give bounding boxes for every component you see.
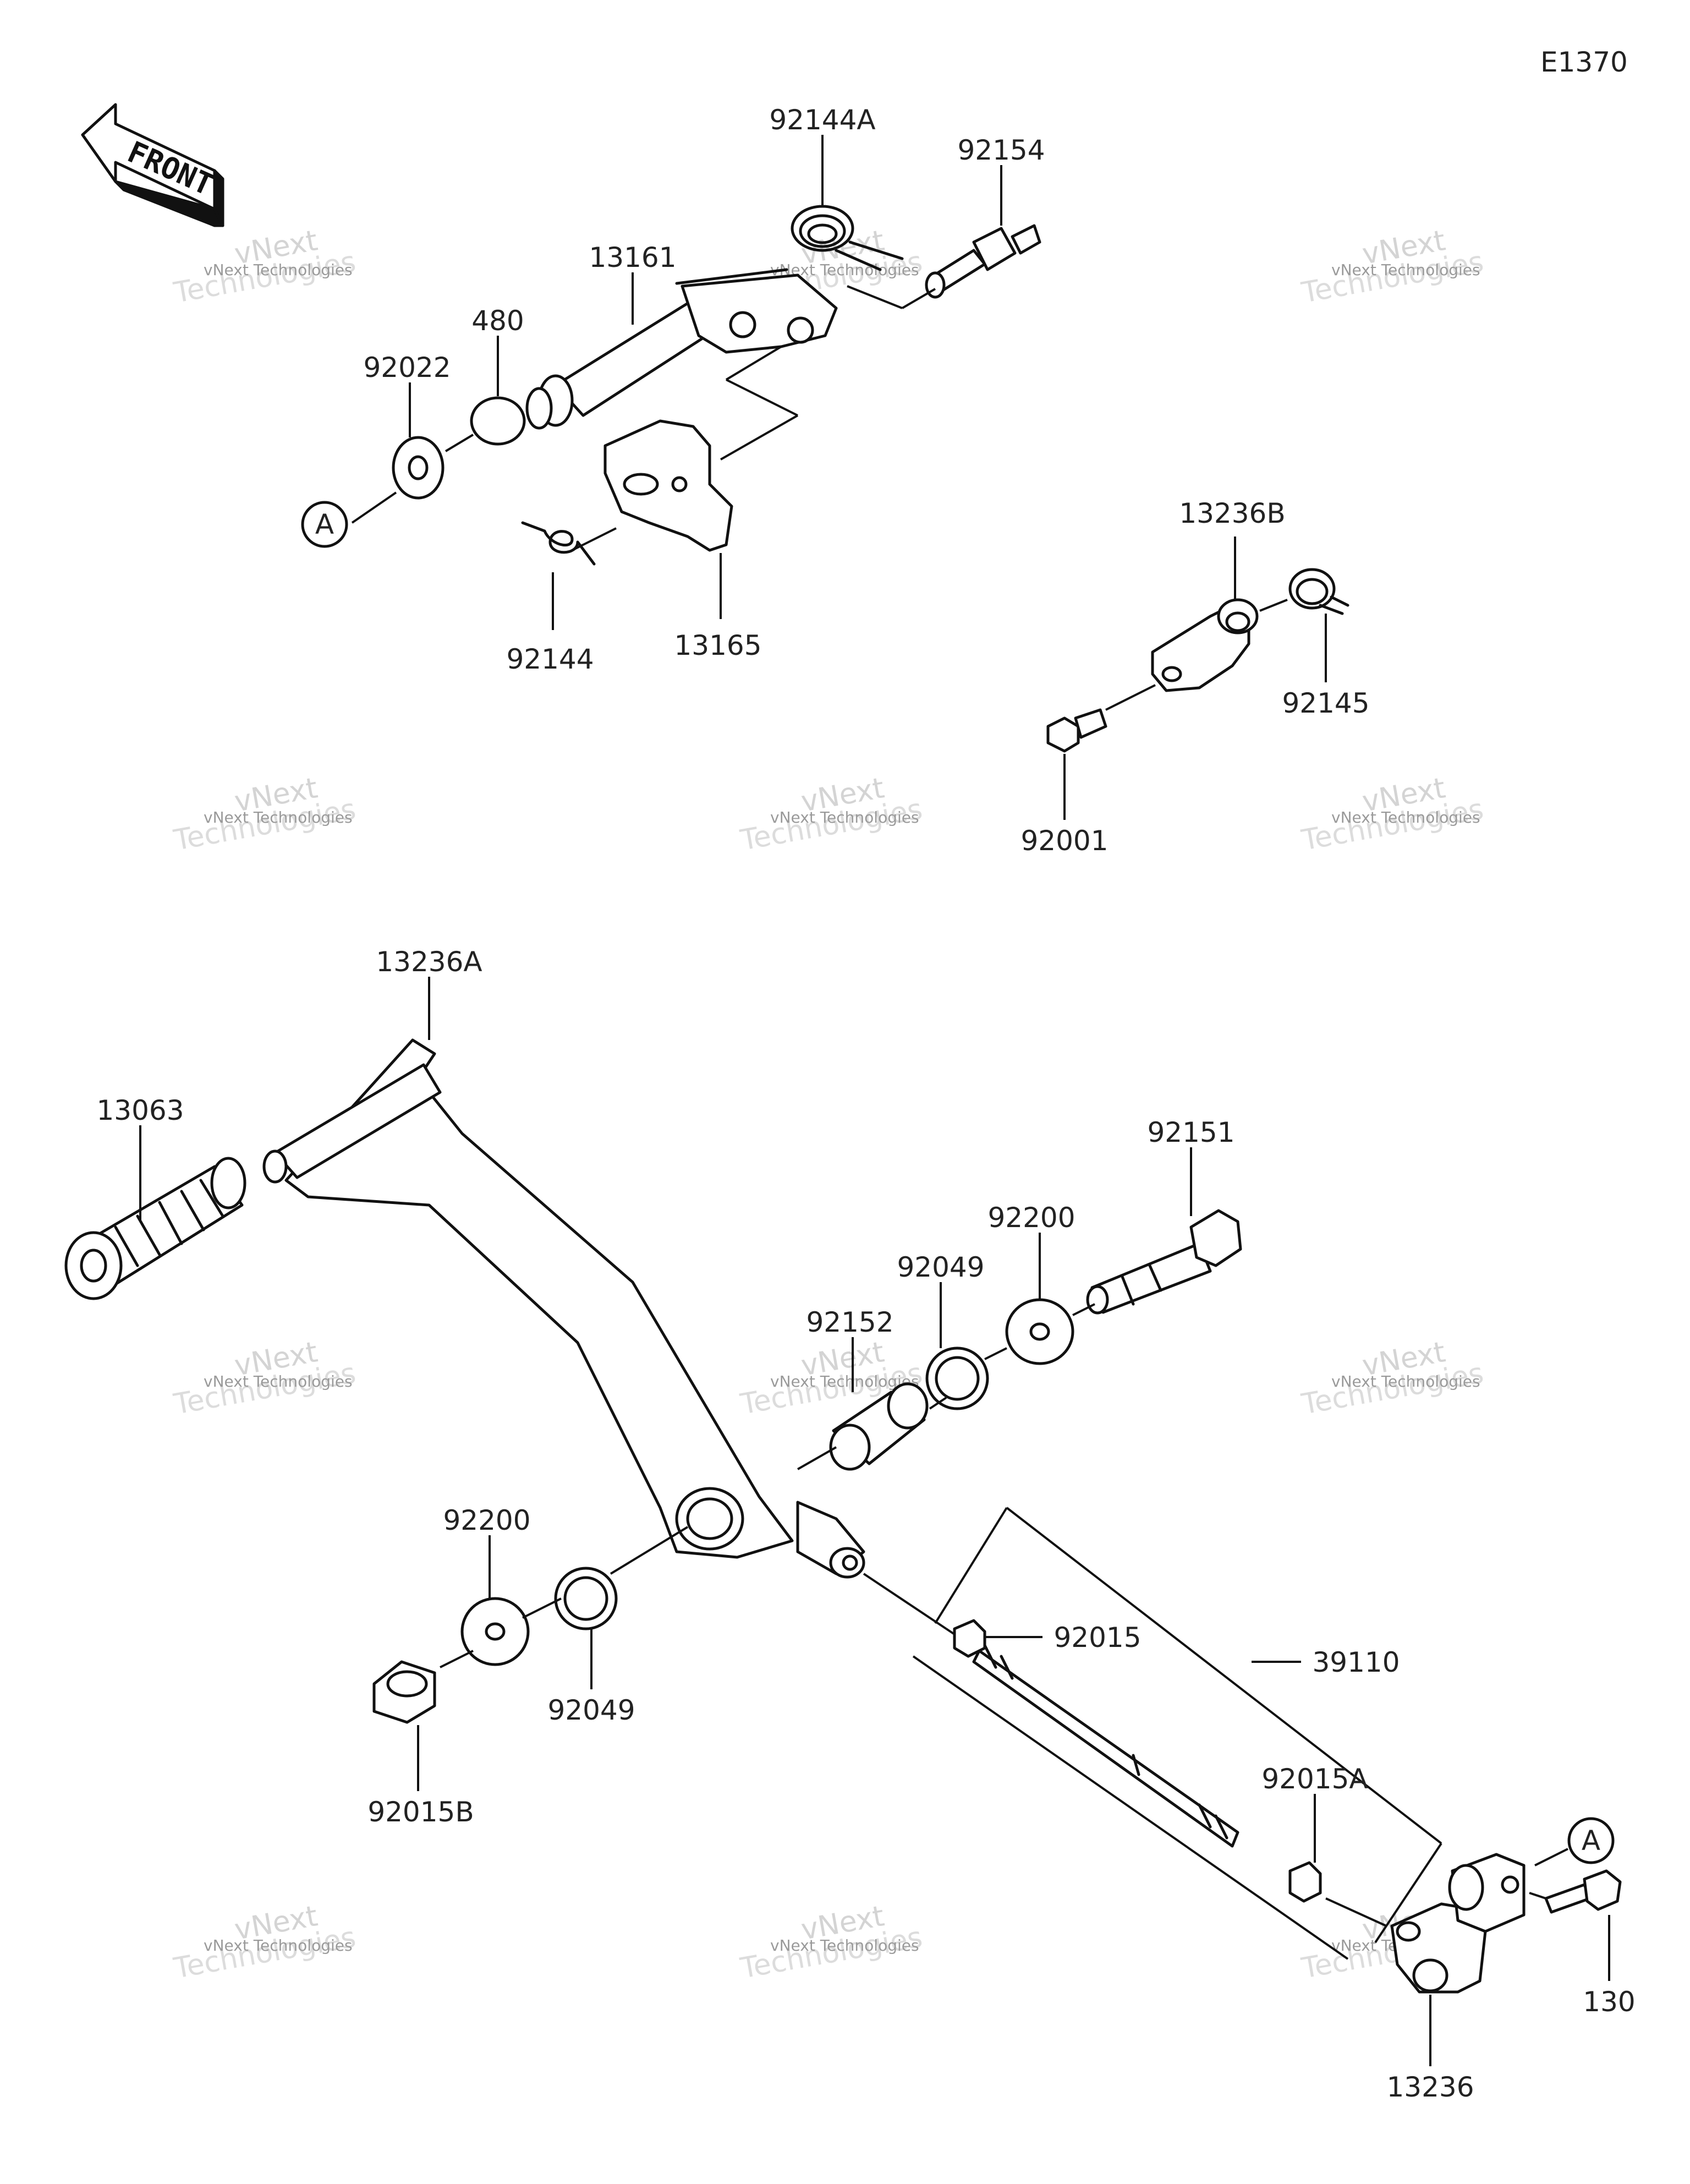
- washer-92022: [392, 436, 445, 500]
- ref-a-left-text: A: [315, 508, 334, 540]
- callout-labels: 92144A 92154 13161 480 92022 92144 13165…: [96, 104, 1635, 2103]
- callout-92022: 92022: [363, 352, 451, 384]
- seal-92049-lower: [554, 1567, 618, 1630]
- callout-39110: 39110: [1312, 1646, 1400, 1678]
- watermark-line1: vNext Technologies: [204, 808, 353, 826]
- nut-92015A: [1288, 1861, 1322, 1903]
- callout-13236A: 13236A: [376, 946, 482, 978]
- callout-13165: 13165: [674, 630, 761, 661]
- nut-92015: [953, 1619, 986, 1658]
- leader-lines-13236B: [1063, 537, 1327, 820]
- callout-480: 480: [471, 305, 524, 337]
- bolt-92154: [925, 224, 1041, 299]
- shift-pedal-13236A: [262, 1038, 865, 1579]
- leader-lines-lower: [139, 977, 1610, 2066]
- spring-92145: [1288, 568, 1349, 615]
- callout-92144: 92144: [506, 643, 594, 675]
- washer-92200-upper: [1005, 1298, 1074, 1365]
- reference-marker-a-left: A: [301, 501, 348, 548]
- watermark-line1: vNext Technologies: [770, 1936, 919, 1955]
- front-arrow-icon: FRONT: [81, 103, 224, 227]
- tie-rod-39110: [972, 1644, 1239, 1848]
- callout-13161: 13161: [589, 242, 676, 273]
- callout-13236: 13236: [1386, 2071, 1474, 2103]
- diagram-code: E1370: [1540, 46, 1628, 78]
- watermark-line1: vNext Technologies: [1331, 261, 1480, 279]
- circlip-480: [470, 396, 526, 446]
- callout-92049-lower: 92049: [547, 1694, 635, 1726]
- collar-92152: [829, 1382, 929, 1471]
- callout-92200-upper: 92200: [987, 1202, 1075, 1234]
- lever-13236: [1390, 1902, 1487, 1994]
- rubber-13063: [64, 1157, 246, 1300]
- plate-13165: [603, 419, 733, 552]
- callout-92144A: 92144A: [769, 104, 875, 136]
- seal-92049-upper: [925, 1346, 989, 1410]
- callout-92145: 92145: [1282, 687, 1369, 719]
- watermark-line1: vNext Technologies: [204, 261, 353, 279]
- callout-13236B: 13236B: [1179, 497, 1285, 529]
- reference-marker-a-right: A: [1567, 1817, 1615, 1864]
- nut-92015B: [372, 1660, 436, 1724]
- callout-92015A: 92015A: [1261, 1763, 1368, 1795]
- watermark-line1: vNext Technologies: [204, 1372, 353, 1391]
- callout-92015B: 92015B: [367, 1796, 474, 1828]
- callout-130: 130: [1583, 1986, 1635, 2018]
- bolt-130: [1544, 1869, 1622, 1914]
- callout-92015: 92015: [1053, 1622, 1141, 1654]
- washer-92200-lower: [460, 1597, 530, 1666]
- leader-lines-upper: [351, 135, 1002, 630]
- shift-shaft-13161: [525, 268, 838, 430]
- watermark-line1: vNext Technologies: [770, 808, 919, 826]
- watermark-line1: vNext Technologies: [204, 1936, 353, 1955]
- callout-13063: 13063: [96, 1094, 184, 1126]
- clamp-13236-head: [1448, 1853, 1526, 1933]
- callout-92154: 92154: [957, 134, 1045, 166]
- callout-92151: 92151: [1147, 1116, 1234, 1148]
- spring-92144: [521, 521, 596, 566]
- watermark-line1: vNext Technologies: [1331, 808, 1480, 826]
- watermark-line1: vNext Technologies: [1331, 1372, 1480, 1391]
- bolt-92001: [1046, 708, 1107, 753]
- callout-92001: 92001: [1020, 825, 1108, 857]
- callout-92200-lower: 92200: [443, 1504, 530, 1536]
- callout-92049-upper: 92049: [897, 1251, 984, 1283]
- bolt-92151: [1086, 1209, 1242, 1315]
- ref-a-right-text: A: [1582, 1825, 1600, 1857]
- bracket-13236B: [1151, 598, 1259, 692]
- watermark-line1: vNext Technologies: [770, 1372, 919, 1391]
- callout-92152: 92152: [806, 1306, 893, 1338]
